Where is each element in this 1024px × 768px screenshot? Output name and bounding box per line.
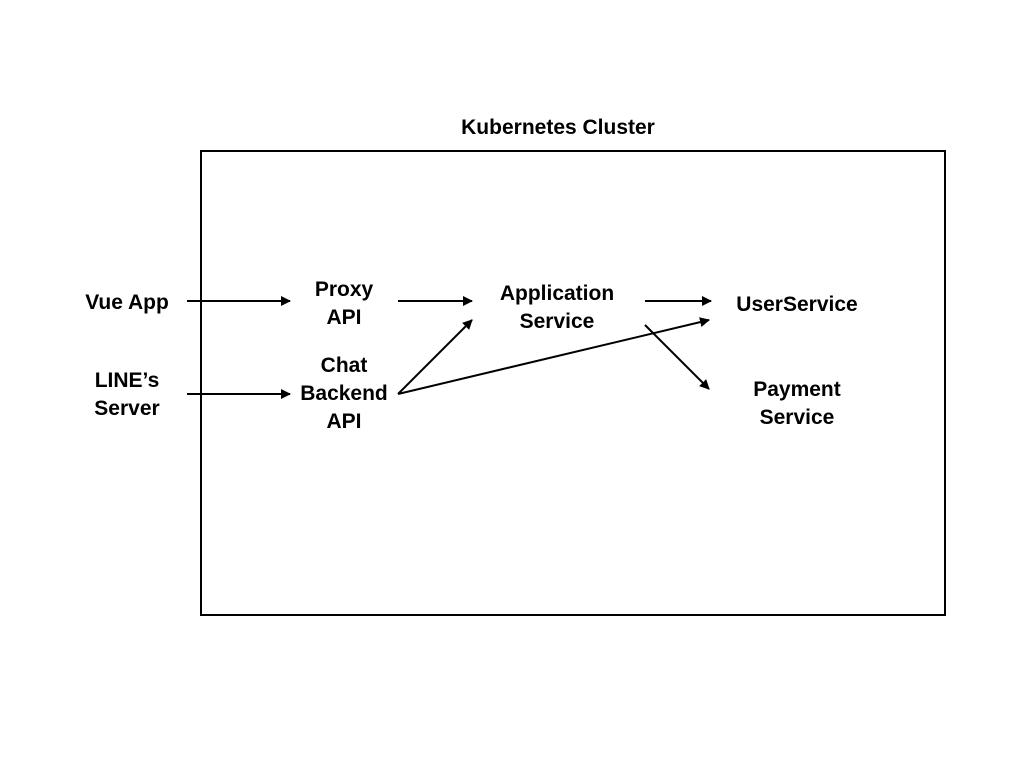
node-chat-backend-api: Chat Backend API (288, 352, 400, 436)
node-proxy-api-label-2: API (326, 306, 362, 329)
node-line-server-label-1: LINE’s (94, 369, 160, 392)
node-chat-backend-api-label-2: Backend (300, 382, 388, 405)
node-payment-service-label-1: Payment (753, 378, 841, 401)
node-proxy-api-label-1: Proxy (314, 278, 374, 301)
node-vue-app-label: Vue App (85, 291, 169, 314)
node-proxy-api: Proxy API (288, 276, 400, 332)
node-chat-backend-api-label-1: Chat (320, 354, 368, 377)
node-chat-backend-api-label-3: API (326, 410, 362, 433)
cluster-title: Kubernetes Cluster (461, 116, 655, 139)
kubernetes-cluster-box (200, 150, 946, 616)
node-application-service: Application Service (478, 280, 636, 336)
node-payment-service-label-2: Service (759, 406, 835, 429)
node-userservice-label: UserService (736, 293, 858, 316)
node-userservice: UserService (716, 291, 878, 319)
node-application-service-label-1: Application (499, 282, 615, 305)
node-vue-app: Vue App (70, 289, 184, 317)
node-line-server: LINE’s Server (70, 367, 184, 423)
node-payment-service: Payment Service (727, 376, 867, 432)
node-line-server-label-2: Server (94, 397, 160, 420)
node-application-service-label-2: Service (519, 310, 595, 333)
